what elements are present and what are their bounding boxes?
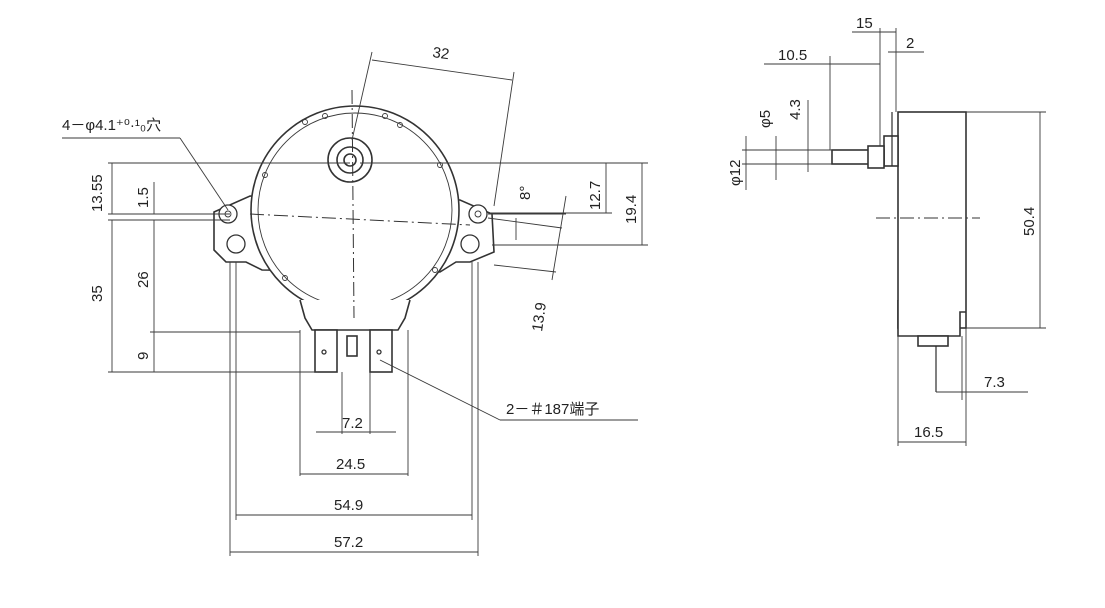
side-terminal (917, 335, 949, 347)
housing-rivets (262, 113, 443, 281)
dim-1-5: 1.5 (135, 187, 152, 208)
terminal-hole-right (376, 349, 382, 355)
dim-50-4: 50.4 (1021, 207, 1038, 236)
dim-13-9: 13.9 (529, 301, 550, 332)
dim-57-2: 57.2 (334, 534, 363, 551)
dim-8-deg: 8° (517, 186, 534, 200)
dim-4-3: 4.3 (787, 99, 804, 120)
side-view: 15 2 10.5 φ5 4.3 φ12 50.4 7.3 16.5 (727, 15, 1046, 446)
motor-housing (250, 105, 460, 315)
terminal-hole-left (321, 349, 327, 355)
front-view: 32 4－φ4.1⁺⁰·¹₀穴 13.55 1.5 35 26 9 12.7 (62, 44, 648, 556)
dim-13-55: 13.55 (89, 174, 106, 212)
dim-35: 35 (89, 285, 106, 302)
terminal-bracket (299, 299, 411, 331)
side-flange (883, 135, 899, 167)
dim-32: 32 (431, 44, 450, 63)
mount-hole-bottom-right (460, 234, 480, 254)
dim-7-2: 7.2 (342, 415, 363, 432)
side-lower-step (897, 300, 966, 337)
dim-24-5: 24.5 (336, 456, 365, 473)
mount-hole-bottom-left (226, 234, 246, 254)
dim-phi12: φ12 (727, 160, 744, 186)
dim-16-5: 16.5 (914, 424, 943, 441)
dim-19-4: 19.4 (623, 195, 640, 224)
hole-note: 4－φ4.1⁺⁰·¹₀穴 (62, 117, 161, 134)
dim-54-9: 54.9 (334, 497, 363, 514)
mount-hole-top-right (468, 204, 488, 224)
dim-26: 26 (135, 271, 152, 288)
dim-7-3: 7.3 (984, 374, 1005, 391)
dim-2: 2 (906, 35, 914, 52)
shaft (343, 153, 357, 167)
side-shaft-base (867, 145, 885, 169)
dim-15: 15 (856, 15, 873, 32)
terminal-note: 2－＃187端子 (506, 401, 599, 418)
terminal-center (346, 335, 358, 357)
dim-9: 9 (135, 352, 152, 360)
dim-phi5: φ5 (757, 110, 774, 128)
dim-10-5: 10.5 (778, 47, 807, 64)
side-body (897, 111, 967, 329)
dim-12-7: 12.7 (587, 181, 604, 210)
